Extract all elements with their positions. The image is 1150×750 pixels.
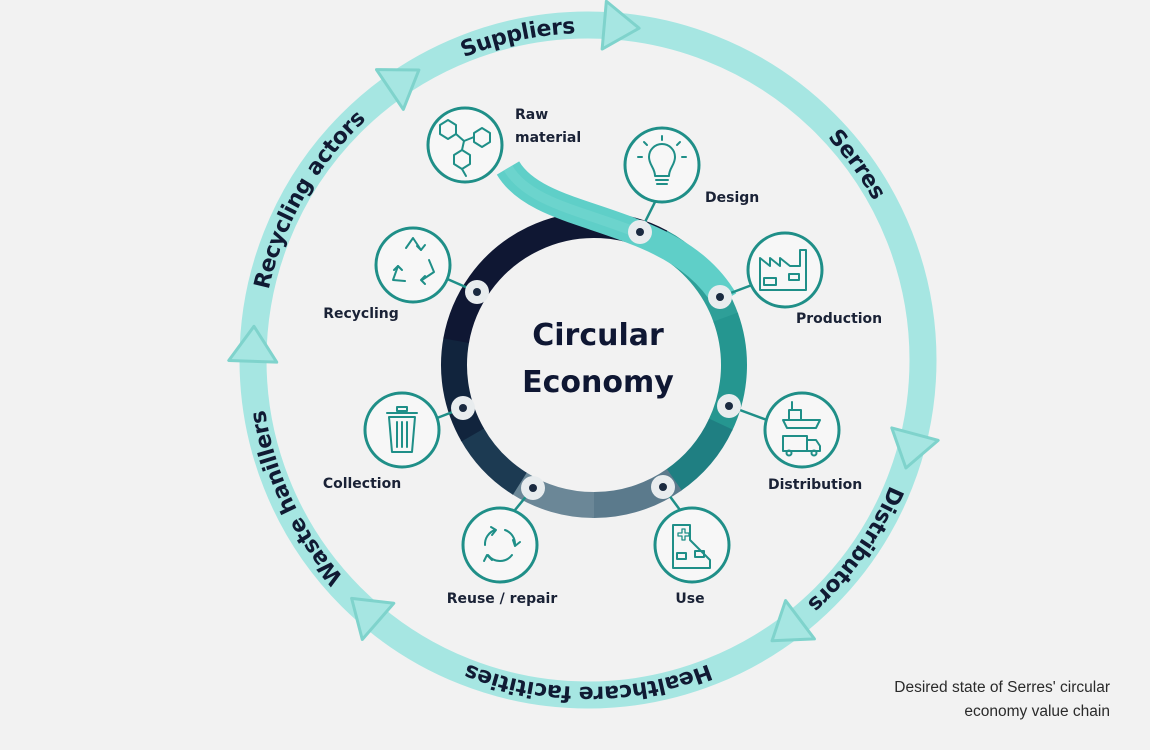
ring-arrow-icon bbox=[770, 599, 816, 643]
stage-label: Use bbox=[675, 591, 704, 607]
ring-node bbox=[651, 475, 675, 499]
center-title-line1: Circular bbox=[532, 318, 664, 353]
stage-distribution: Distribution bbox=[763, 391, 862, 493]
ring-node bbox=[521, 476, 545, 500]
ring-label-suppliers: Suppliers bbox=[457, 14, 576, 63]
ring-arrow-icon bbox=[600, 0, 641, 51]
ring-label-waste-handlers: Waste hanillers bbox=[246, 409, 348, 590]
ring-node bbox=[708, 285, 732, 309]
ring-label-recycling-actors: Recycling actors bbox=[250, 106, 371, 292]
stage-label: Raw bbox=[515, 107, 548, 123]
recycle-icon bbox=[392, 237, 435, 285]
stage-production: Production bbox=[746, 231, 882, 327]
inner-ring-segment bbox=[460, 427, 527, 495]
ring-nodes bbox=[451, 220, 741, 500]
lightbulb-icon bbox=[637, 135, 687, 185]
stage-label: Reuse / repair bbox=[447, 591, 558, 607]
stage-label: Design bbox=[705, 190, 759, 206]
ring-node bbox=[628, 220, 652, 244]
ring-node bbox=[451, 396, 475, 420]
stage-label: Collection bbox=[323, 476, 401, 492]
stage-label: material bbox=[515, 130, 581, 146]
ring-arrow-icon bbox=[350, 596, 396, 641]
molecule-icon bbox=[439, 119, 491, 177]
caption-line: economy value chain bbox=[964, 703, 1110, 720]
caption: Desired state of Serres' circular econom… bbox=[894, 676, 1110, 724]
ring-arrow-icon bbox=[374, 68, 421, 111]
ring-label-serres: Serres bbox=[823, 125, 890, 204]
inner-ring-segment bbox=[665, 418, 733, 492]
stage-label: Recycling bbox=[323, 306, 399, 322]
stage-design: Design bbox=[623, 126, 759, 206]
stage-collection: Collection bbox=[323, 391, 441, 492]
raw-material-band-highlight bbox=[503, 165, 647, 241]
stage-label: Production bbox=[796, 311, 882, 327]
stage-raw-material: Raw material bbox=[426, 106, 581, 184]
stage-recycling: Recycling bbox=[323, 226, 452, 322]
hospital-icon bbox=[672, 524, 711, 569]
factory-icon bbox=[759, 249, 807, 291]
trash-bin-icon bbox=[386, 406, 418, 453]
ring-label-distributors: Distributors bbox=[803, 483, 908, 617]
cycle-arrows-icon bbox=[483, 526, 521, 562]
stage-reuse-repair: Reuse / repair bbox=[447, 506, 558, 607]
outer-ring-arrows bbox=[227, 0, 940, 643]
ring-node bbox=[465, 280, 489, 304]
stage-label: Distribution bbox=[768, 477, 862, 493]
stage-use: Use bbox=[653, 506, 731, 607]
ring-arrow-icon bbox=[227, 324, 279, 364]
center-title-line2: Economy bbox=[522, 365, 674, 400]
ring-label-healthcare: Healthcare facitities bbox=[461, 658, 715, 706]
caption-line: Desired state of Serres' circular bbox=[894, 679, 1110, 696]
ring-arrow-icon bbox=[890, 426, 940, 470]
ring-node bbox=[717, 394, 741, 418]
inner-ring-segment bbox=[441, 336, 485, 442]
ship-truck-icon bbox=[782, 401, 821, 457]
